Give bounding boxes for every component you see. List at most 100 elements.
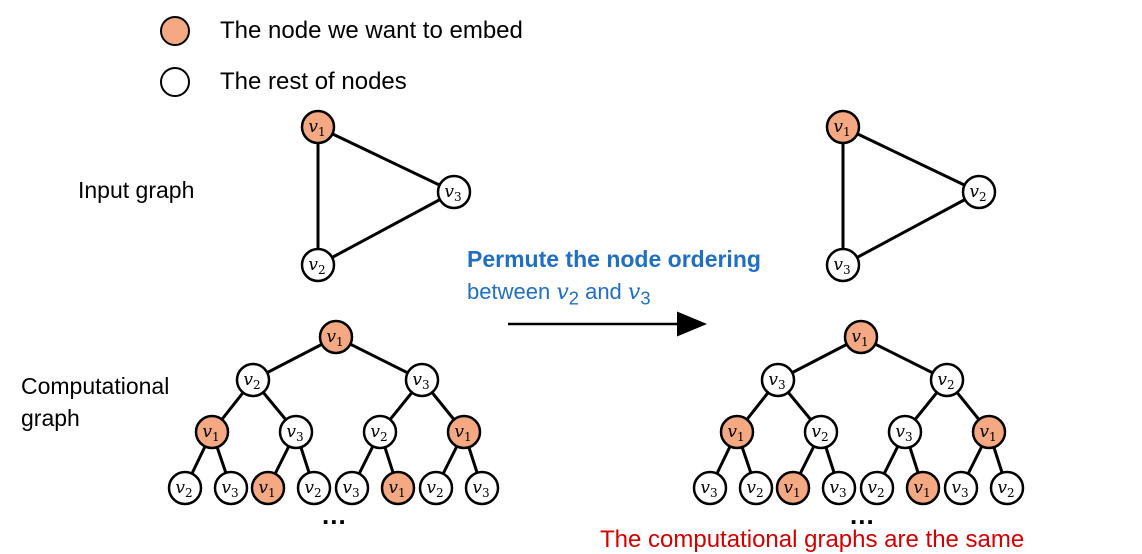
legend-target-row: The node we want to embed	[160, 16, 523, 46]
left-tree-level3-node-4: v3	[334, 470, 370, 506]
right-tree-level2-node-3-label: v1	[979, 422, 996, 444]
left-tree-level3-node-7-circle	[464, 470, 500, 506]
right-tree-level3-node-6-circle	[943, 470, 979, 506]
right-tree-level1-node-0-label: v3	[768, 370, 785, 392]
permute-sub-var-a-index: 2	[568, 287, 579, 309]
left-tree-level3-node-3: v2	[296, 470, 332, 506]
left-input-node-right-circle	[436, 174, 472, 210]
right-tree-level3-node-1: v2	[738, 470, 774, 506]
left-input-node-top-circle	[300, 109, 336, 145]
legend-rest-label: The rest of nodes	[220, 68, 407, 95]
right-tree-level2-node-2-circle	[887, 414, 923, 450]
right-tree-level3-node-7-circle	[989, 470, 1025, 506]
right-tree-level2-node-2: v3	[887, 414, 923, 450]
left-input-node-bottom-circle	[300, 247, 336, 283]
right-tree-level3-node-7-label: v2	[997, 478, 1014, 500]
left-tree-level2-node-0-circle	[194, 414, 230, 450]
computational-graph-label-line2: graph	[21, 405, 80, 431]
right-tree-level1-node-1-label: v2	[937, 370, 954, 392]
right-input-node-top-circle	[825, 109, 861, 145]
left-tree-level3-node-6: v2	[418, 470, 454, 506]
left-input-node-top-label: v1	[308, 117, 325, 139]
legend-rest-row: The rest of nodes	[160, 67, 407, 97]
right-tree-level3-node-7: v2	[989, 470, 1025, 506]
right-tree-level3-node-2-circle	[775, 470, 811, 506]
right-tree-level3-node-4: v2	[859, 470, 895, 506]
left-tree-level1-node-0: v2	[235, 362, 271, 398]
right-tree-level3-node-5-label: v1	[913, 478, 930, 500]
computational-graph-label-line1: Computational	[21, 373, 170, 399]
right-tree-level2-node-3-circle	[971, 414, 1007, 450]
left-tree-level3-node-3-circle	[296, 470, 332, 506]
permute-sub-var-b: v	[627, 280, 641, 305]
right-tree-level2-node-3: v1	[971, 414, 1007, 450]
left-tree-level2-node-0-label: v1	[202, 422, 219, 444]
left-input-node-bottom: v2	[300, 247, 336, 283]
right-input-edge-bottom-right	[842, 190, 980, 267]
right-tree-level3-node-2-label: v1	[783, 478, 800, 500]
left-input-node-top: v1	[300, 109, 336, 145]
input-graph-label: Input graph	[78, 177, 195, 203]
right-tree-level2-node-0-label: v1	[727, 422, 744, 444]
right-tree-level1-node-0-circle	[760, 362, 796, 398]
right-input-node-right: v2	[961, 174, 997, 210]
right-input-edge-top-right	[842, 125, 980, 194]
right-input-node-right-circle	[961, 174, 997, 210]
right-tree-root-node: v1	[843, 319, 879, 355]
right-tree-level1-node-1-circle	[929, 362, 965, 398]
left-tree-level3-node-2: v1	[250, 470, 286, 506]
legend-target-label: The node we want to embed	[220, 17, 523, 44]
right-tree-ellipsis: ...	[850, 500, 875, 530]
left-tree-level3-node-1: v3	[213, 470, 249, 506]
left-tree-level1-node-1: v3	[404, 362, 440, 398]
right-tree-level3-node-3: v3	[821, 470, 857, 506]
right-tree-level3-node-1-label: v2	[746, 478, 763, 500]
left-tree-level2-node-1-label: v3	[286, 422, 303, 444]
left-input-node-bottom-label: v2	[308, 255, 325, 277]
right-tree-level3-node-3-circle	[821, 470, 857, 506]
right-tree-level3-node-0-circle	[692, 470, 728, 506]
permute-title: Permute the node ordering	[467, 246, 761, 272]
right-input-node-bottom-label: v3	[833, 255, 850, 277]
left-tree-root-node-circle	[318, 319, 354, 355]
left-input-edge-bottom-right	[317, 190, 455, 267]
left-tree-level3-node-2-label: v1	[258, 478, 275, 500]
left-tree-root-node: v1	[318, 319, 354, 355]
left-tree-level3-node-5-label: v1	[388, 478, 405, 500]
left-tree-level3-node-4-label: v3	[342, 478, 359, 500]
right-tree-level3-node-5-circle	[905, 470, 941, 506]
left-tree-level1-node-0-circle	[235, 362, 271, 398]
left-tree-level2-node-3-circle	[446, 414, 482, 450]
right-input-node-top-label: v1	[833, 117, 850, 139]
right-tree-level2-node-0-circle	[719, 414, 755, 450]
left-tree-level3-node-0-circle	[167, 470, 203, 506]
left-tree-level2-node-2-circle	[362, 414, 398, 450]
right-tree-level3-node-5: v1	[905, 470, 941, 506]
right-input-node-bottom-circle	[825, 247, 861, 283]
left-tree-root-node-label: v1	[326, 327, 343, 349]
left-tree-level3-node-6-label: v2	[426, 478, 443, 500]
left-tree-level3-node-0: v2	[167, 470, 203, 506]
right-tree-root-node-label: v1	[851, 327, 868, 349]
right-tree-level3-node-2: v1	[775, 470, 811, 506]
permute-sub-prefix: between	[467, 279, 551, 304]
right-tree-level3-node-1-circle	[738, 470, 774, 506]
right-input-node-right-label: v2	[969, 182, 986, 204]
left-tree-level3-node-5-circle	[380, 470, 416, 506]
right-tree-level3-node-6: v3	[943, 470, 979, 506]
left-tree-level3-node-1-circle	[213, 470, 249, 506]
left-tree-level3-node-7: v3	[464, 470, 500, 506]
permute-sub-var-b-index: 3	[640, 287, 651, 309]
right-tree-level3-node-3-label: v3	[829, 478, 846, 500]
right-tree-level1-node-1: v2	[929, 362, 965, 398]
left-tree-level3-node-5: v1	[380, 470, 416, 506]
left-tree-level3-node-7-label: v3	[472, 478, 489, 500]
left-tree-level1-node-0-label: v2	[243, 370, 260, 392]
left-tree-level1-node-1-circle	[404, 362, 440, 398]
left-tree-ellipsis: ...	[322, 500, 347, 530]
legend-rest-swatch	[160, 67, 190, 97]
left-tree-level2-node-0: v1	[194, 414, 230, 450]
right-input-node-bottom: v3	[825, 247, 861, 283]
right-tree-level3-node-4-circle	[859, 470, 895, 506]
